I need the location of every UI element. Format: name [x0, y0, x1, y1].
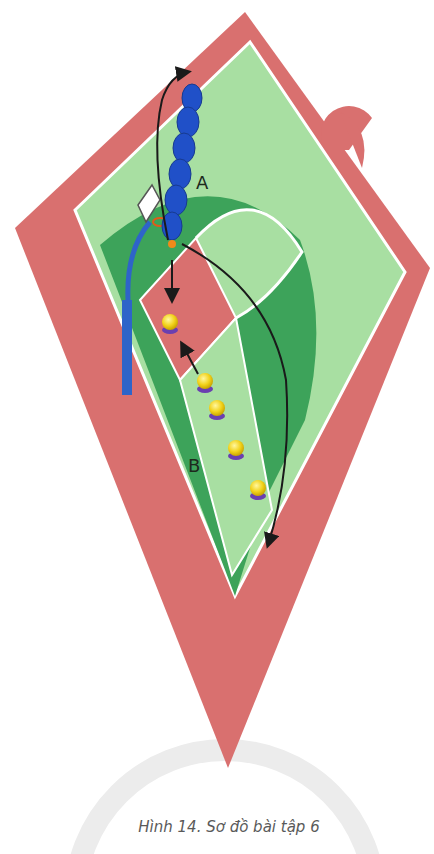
ball	[168, 240, 176, 248]
court	[75, 42, 405, 596]
three-point-area	[100, 196, 316, 596]
outer-ground	[15, 12, 430, 768]
cones-b	[162, 314, 266, 500]
group-label: B	[188, 455, 200, 476]
group-label: A	[196, 172, 208, 193]
figure-caption: Hình 14. Sơ đồ bài tập 6	[138, 818, 319, 836]
players-a	[162, 84, 202, 240]
lane	[180, 318, 272, 575]
backboard	[138, 185, 160, 222]
watermark-arc	[75, 750, 375, 854]
movement-arrows	[157, 72, 287, 545]
